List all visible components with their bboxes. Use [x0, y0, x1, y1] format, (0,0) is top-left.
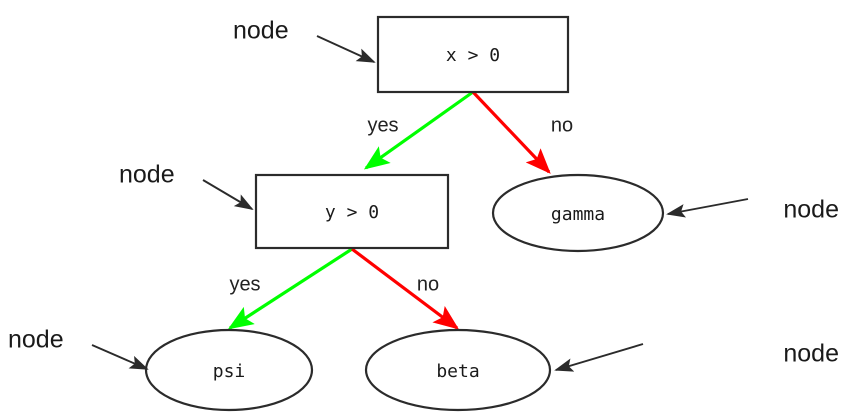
annotation-leader-gamma — [666, 198, 749, 218]
node-psi-ellipse[interactable] — [144, 328, 314, 412]
annotation-label-beta: node — [783, 340, 839, 368]
node-gamma-label: gamma — [551, 204, 605, 225]
edge-root-yes-inner — [363, 90, 474, 170]
edge-inner-yes-psi — [227, 247, 353, 330]
edge-label-no-root: no — [551, 114, 573, 136]
edge-root-no-gamma — [471, 90, 551, 174]
edge-group — [227, 90, 551, 330]
node-beta-ellipse[interactable] — [364, 328, 552, 412]
annotation-label-root: node — [233, 17, 289, 45]
annotation-label-inner: node — [119, 161, 175, 189]
node-psi-label: psi — [213, 361, 246, 382]
edge-label-group: yes no yes no — [229, 114, 573, 295]
annotation-leader-root — [316, 35, 376, 63]
node-gamma[interactable]: gamma — [491, 173, 665, 253]
node-psi[interactable]: psi — [144, 328, 314, 412]
annotation-label-gamma: node — [783, 196, 839, 224]
edge-label-yes-root: yes — [367, 114, 398, 136]
annotation-group: node node node node node — [8, 17, 839, 372]
annotation-label-psi: node — [8, 326, 64, 354]
node-root-rect[interactable] — [376, 15, 570, 94]
annotation-leader-inner — [202, 179, 254, 210]
node-inner[interactable]: y > 0 — [254, 173, 450, 250]
annotation-leader-beta — [554, 343, 644, 372]
node-root[interactable]: x > 0 — [376, 15, 570, 94]
node-inner-label: y > 0 — [325, 202, 379, 223]
node-beta[interactable]: beta — [364, 328, 552, 412]
node-root-label: x > 0 — [446, 45, 500, 66]
edge-inner-no-beta — [351, 247, 460, 330]
edge-label-no-inner: no — [417, 273, 439, 295]
annotation-leader-psi — [91, 344, 149, 370]
node-inner-rect[interactable] — [254, 173, 450, 250]
node-beta-label: beta — [436, 361, 479, 382]
edge-label-yes-inner: yes — [229, 273, 260, 295]
node-gamma-ellipse[interactable] — [491, 173, 665, 253]
